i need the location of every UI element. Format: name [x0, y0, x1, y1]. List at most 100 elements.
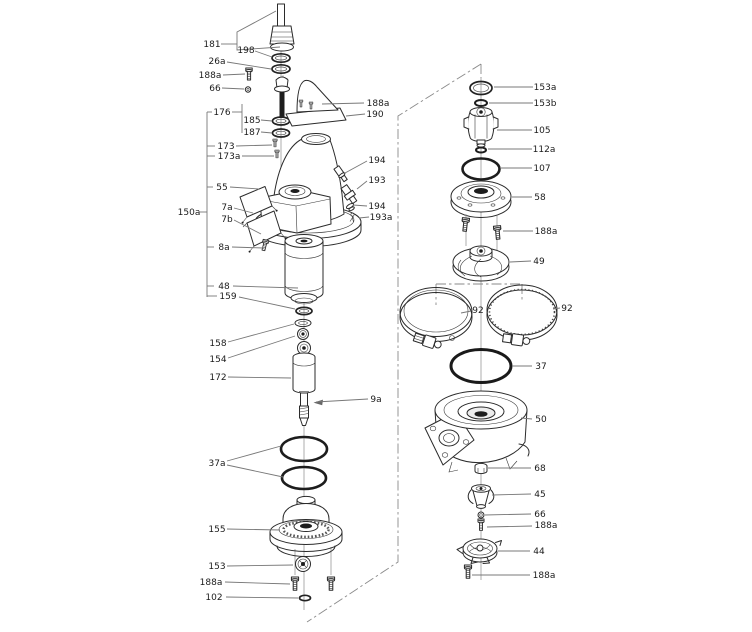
callout-o-ring: 153a [494, 83, 556, 93]
part-label: 105 [533, 126, 550, 136]
match-line [306, 63, 482, 623]
part-label: 194 [368, 202, 385, 212]
leader-line [224, 581, 291, 585]
leader-line [254, 50, 273, 58]
leader-line [460, 310, 472, 314]
part-label: 68 [534, 464, 546, 474]
leader-line [227, 335, 296, 359]
part-label: 193a [370, 213, 393, 223]
callout-screw: 8a [207, 243, 264, 253]
bearing-154 [297, 328, 309, 340]
callout-o-ring: 102 [205, 593, 299, 603]
o-ring-187 [271, 128, 291, 138]
rotor-172 [292, 341, 316, 426]
washer-66 [477, 511, 485, 519]
callout-bracket-plate: 7a [221, 203, 254, 214]
part-label: 188a [199, 71, 222, 81]
leader-line [236, 10, 277, 44]
callout-agitator: 45 [491, 490, 546, 500]
o-ring-112a [475, 146, 487, 154]
part-label: 153 [208, 562, 225, 572]
volute-50 [424, 390, 530, 473]
part-label: 49 [533, 257, 545, 267]
o-ring-159 [295, 306, 313, 316]
leader-line [226, 464, 284, 478]
part-label: 55 [216, 183, 227, 193]
part-label: 159 [219, 292, 236, 302]
callout-o-ring: 198 [237, 46, 273, 58]
leader-line [229, 186, 260, 190]
bolt-188a [326, 576, 336, 591]
callout-hex-bolt: 188a [472, 571, 555, 581]
callout-clamp-band: 92 [460, 306, 484, 316]
screw-173a [274, 149, 280, 159]
callout-shaft-nut: 68 [488, 464, 546, 474]
bracket-plates-7a-7b [239, 186, 287, 253]
bolt-188a [290, 576, 300, 591]
callout-o-ring: 159 [207, 292, 296, 310]
seal-plate-155 [269, 495, 343, 575]
part-label: 153a [534, 83, 557, 93]
part-label: 188a [200, 578, 223, 588]
callout-screw: 173 [207, 142, 273, 152]
leader-line [222, 73, 246, 76]
nut-68 [474, 462, 488, 475]
cutter-44 [456, 538, 502, 564]
pipe-plug-194-upper [333, 165, 348, 183]
handle-bracket-190 [285, 79, 347, 127]
washer-66 [244, 86, 252, 93]
callout-washer: 66 [484, 510, 546, 520]
arrow-9a [313, 399, 323, 406]
leader-line [227, 376, 292, 379]
o-ring-153b [474, 99, 488, 107]
leader-line [315, 398, 369, 403]
callout-rotor: 172 [209, 373, 292, 383]
callout-washer: 66 [209, 84, 245, 94]
callout-stator-shell: 48 [207, 282, 299, 292]
washer-158 [294, 318, 312, 328]
part-label: 154 [209, 355, 226, 365]
leader-line [552, 307, 561, 310]
part-label: 188a [533, 571, 556, 581]
leader-line [226, 564, 294, 567]
o-ring-107 [461, 157, 501, 181]
callout-cutter-plate: 44 [498, 547, 545, 557]
callout-terminal-assembly: 176 [207, 104, 243, 133]
o-ring-153a [469, 80, 493, 96]
part-label: 7a [221, 203, 232, 213]
o-ring-26a [271, 63, 291, 75]
callout-seal-housing: 55 [207, 183, 260, 193]
callout-handle-bracket: 190 [345, 110, 384, 120]
callout-shaft-key: 9a [315, 395, 382, 405]
leader-line [260, 131, 273, 134]
leader-line [321, 102, 365, 105]
bolt-188a [460, 217, 471, 233]
leader-line [509, 260, 532, 263]
callout-o-ring: 187 [243, 128, 273, 138]
part-label: 37 [535, 362, 546, 372]
clamp-band-left [399, 287, 473, 349]
o-rings-37a [279, 435, 329, 491]
leader-line [486, 525, 533, 528]
callout-cord-assembly: 181 [203, 10, 281, 51]
part-label: 176 [213, 108, 230, 118]
part-label: 44 [533, 547, 545, 557]
callout-retainer-clip: 193a [358, 213, 393, 223]
leader-line [233, 207, 254, 214]
part-label: 26a [209, 57, 226, 67]
part-label: 155 [208, 525, 225, 535]
callout-o-ring: 185 [243, 116, 273, 126]
callout-volute-casing: 50 [520, 415, 547, 425]
leader-line [352, 204, 368, 207]
callout-hex-bolt: 188a [486, 521, 557, 531]
leader-line [345, 113, 366, 117]
o-ring-102 [298, 594, 312, 602]
callout-hex-bolt: 188a [321, 99, 389, 109]
callout-pipe-plug: 194 [352, 202, 386, 212]
o-ring-37 [449, 348, 513, 384]
part-label: 8a [218, 243, 229, 253]
part-label: 107 [533, 164, 550, 174]
part-label: 150a [178, 208, 201, 218]
